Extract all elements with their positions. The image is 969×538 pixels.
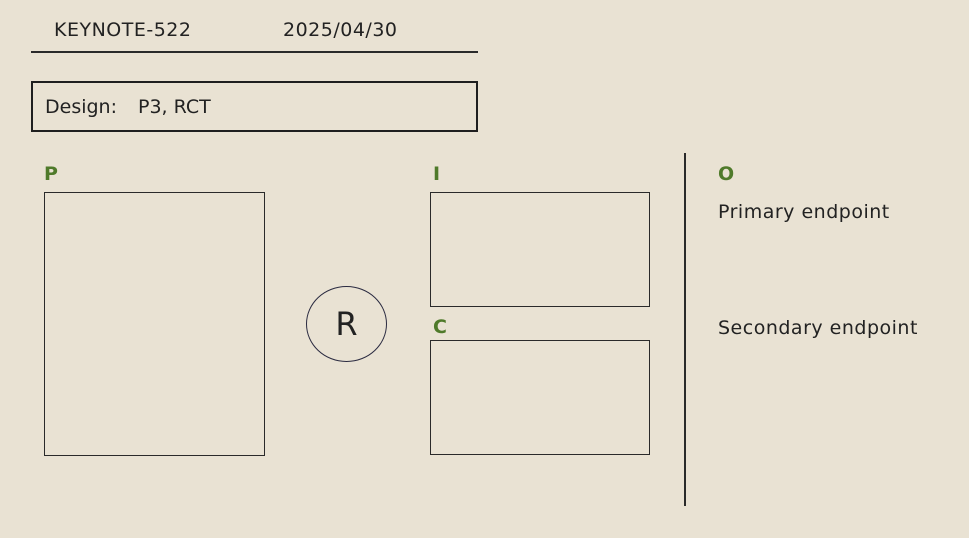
design-box: Design: P3, RCT: [31, 81, 478, 132]
randomization-circle: R: [306, 286, 387, 362]
header-divider: [31, 51, 478, 53]
comparator-box: [430, 340, 650, 455]
intervention-box: [430, 192, 650, 307]
intervention-label: I: [433, 163, 441, 185]
outcome-label: O: [718, 163, 735, 185]
randomization-label: R: [335, 305, 358, 343]
trial-id: KEYNOTE-522: [54, 19, 192, 41]
population-label: P: [44, 163, 58, 185]
comparator-label: C: [433, 316, 447, 338]
design-label: Design:: [45, 96, 118, 118]
trial-date: 2025/04/30: [283, 19, 398, 41]
secondary-endpoint: Secondary endpoint: [718, 317, 918, 339]
primary-endpoint: Primary endpoint: [718, 201, 890, 223]
population-box: [44, 192, 265, 456]
design-value: P3, RCT: [138, 96, 211, 118]
outcome-divider: [684, 153, 686, 506]
